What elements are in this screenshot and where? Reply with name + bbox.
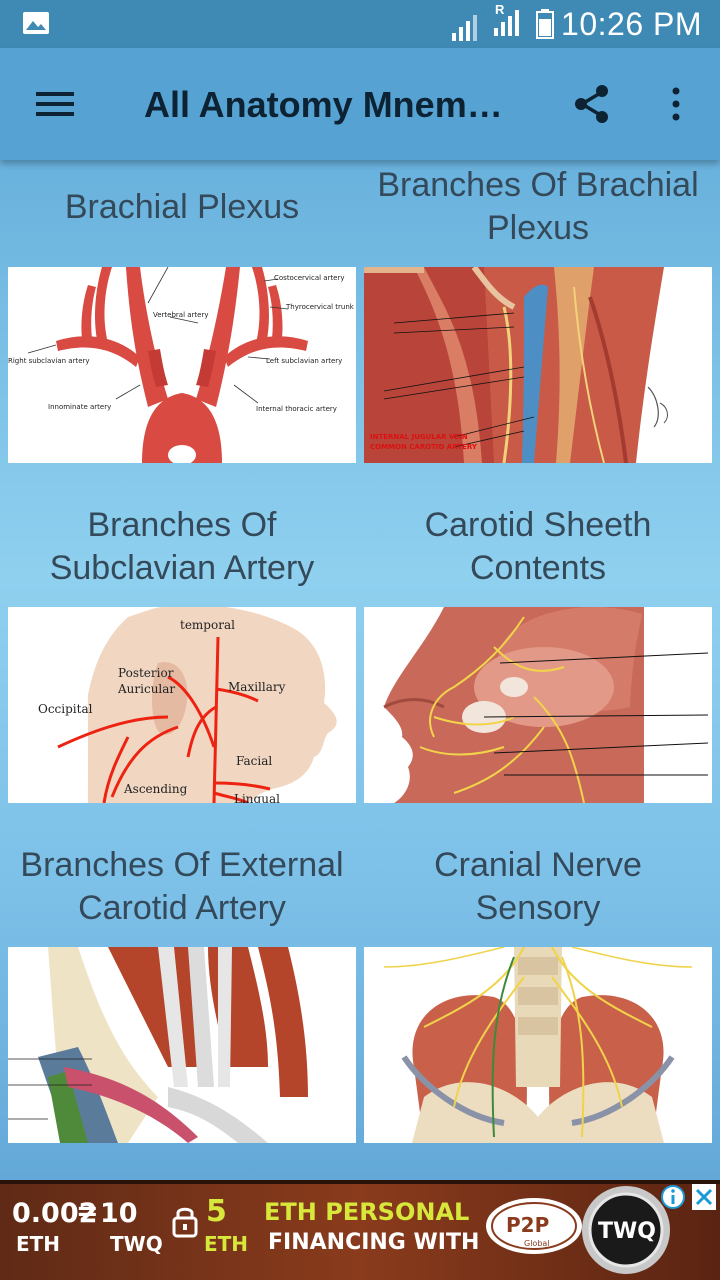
pelvis-nerves-image: [364, 947, 712, 1143]
mnemonics-grid: Brachial Plexus Costocervical artery: [0, 160, 720, 1180]
ad-top-border: [0, 1180, 720, 1184]
share-icon[interactable]: [570, 82, 614, 126]
image-notification-icon: [23, 12, 49, 34]
grid-item-brachial-plexus[interactable]: Brachial Plexus Costocervical artery: [8, 160, 356, 463]
thumb-label: Vertebral artery: [153, 311, 209, 319]
thumb-label: Lingual: [234, 792, 280, 803]
ad-text: 5: [206, 1194, 227, 1229]
status-bar: R 10:26 PM: [0, 0, 720, 48]
grid-item-branches-of-subclavian-artery[interactable]: Branches Of Subclavian Artery temporal P…: [8, 487, 356, 803]
grid-item-label: Carotid Sheeth Contents: [424, 506, 652, 587]
thumb-label: Left subclavian artery: [266, 357, 342, 365]
ad-banner[interactable]: 0.002 = ETH 10 TWQ 5 ETH ETH PERSONAL FI…: [0, 1180, 720, 1280]
ad-info-icon[interactable]: [660, 1184, 686, 1210]
thumb-label: INTERNAL JUGULAR VEIN: [370, 433, 468, 441]
thumb-label: COMMON CAROTID ARTERY: [370, 443, 478, 451]
grid-item-label: Branches Of Subclavian Artery: [49, 506, 315, 587]
menu-icon[interactable]: [36, 88, 76, 120]
battery-icon: [536, 9, 554, 39]
thumb-label: Auricular: [117, 682, 175, 696]
grid-item-branches-of-brachial-plexus[interactable]: Branches Of Brachial Plexus INTERNAL JUG…: [364, 160, 712, 463]
ad-text: 10: [100, 1198, 138, 1229]
neck-dissection-image: INTERNAL JUGULAR VEIN COMMON CAROTID ART…: [364, 267, 712, 463]
app-bar: All Anatomy Mnemonics: [0, 48, 720, 160]
svg-text:Global: Global: [524, 1239, 550, 1248]
thumb-label: Occipital: [38, 702, 93, 716]
ad-text: ETH: [16, 1232, 61, 1256]
signal-strength-icon: [452, 15, 477, 41]
grid-item-label: Branches Of Brachial Plexus: [377, 166, 699, 247]
thumb-label: Facial: [236, 754, 272, 768]
ad-text: ETH: [204, 1232, 249, 1256]
head-arteries-image: temporal Posterior Auricular Maxillary O…: [8, 607, 356, 803]
twq-logo: TWQ: [582, 1186, 670, 1274]
ad-text: 0.002: [12, 1198, 98, 1229]
signal-indicators: R: [452, 2, 524, 41]
clock: 10:26 PM: [561, 6, 702, 42]
thumb-label: temporal: [180, 618, 235, 632]
ad-close-icon[interactable]: [692, 1184, 716, 1210]
page-title: All Anatomy Mnemonics: [144, 84, 524, 125]
grid-item-label: Brachial Plexus: [64, 187, 300, 226]
aorta-branches-image: Costocervical artery Thyrocervical trunk…: [8, 267, 356, 463]
overflow-menu-icon[interactable]: [666, 86, 686, 122]
grid-item-branches-of-external-carotid-artery[interactable]: Branches Of External Carotid Artery: [8, 827, 356, 1143]
ad-text: ETH PERSONAL: [264, 1198, 470, 1226]
thumb-label: Thyrocervical trunk: [285, 303, 355, 311]
thumb-label: Right subclavian artery: [8, 357, 90, 365]
roaming-indicator: R: [495, 2, 505, 17]
thumb-label: Posterior: [118, 666, 174, 680]
svg-text:P2P: P2P: [506, 1213, 549, 1237]
thumb-label: Maxillary: [228, 680, 286, 694]
ad-text: =: [76, 1196, 99, 1227]
grid-item-cranial-nerve-sensory[interactable]: Cranial Nerve Sensory: [364, 827, 712, 1143]
facial-nerves-image: [364, 607, 712, 803]
grid-item-label: Cranial Nerve Sensory: [434, 846, 642, 927]
thumb-label: Internal thoracic artery: [256, 405, 337, 413]
lock-icon: [172, 1207, 198, 1238]
thumb-label: Costocervical artery: [274, 274, 345, 282]
ad-text: FINANCING WITH: [268, 1230, 480, 1255]
hand-muscles-image: [8, 947, 356, 1143]
grid-item-label: Branches Of External Carotid Artery: [20, 846, 344, 927]
ad-text: TWQ: [110, 1232, 163, 1256]
grid-item-carotid-sheeth-contents[interactable]: Carotid Sheeth Contents: [364, 487, 712, 803]
thumb-label: Innominate artery: [48, 403, 111, 411]
signal-strength-roaming-icon: [494, 10, 519, 36]
p2p-logo: P2P Global: [486, 1198, 582, 1254]
thumb-label: Ascending: [123, 782, 188, 796]
svg-text:TWQ: TWQ: [598, 1219, 656, 1244]
